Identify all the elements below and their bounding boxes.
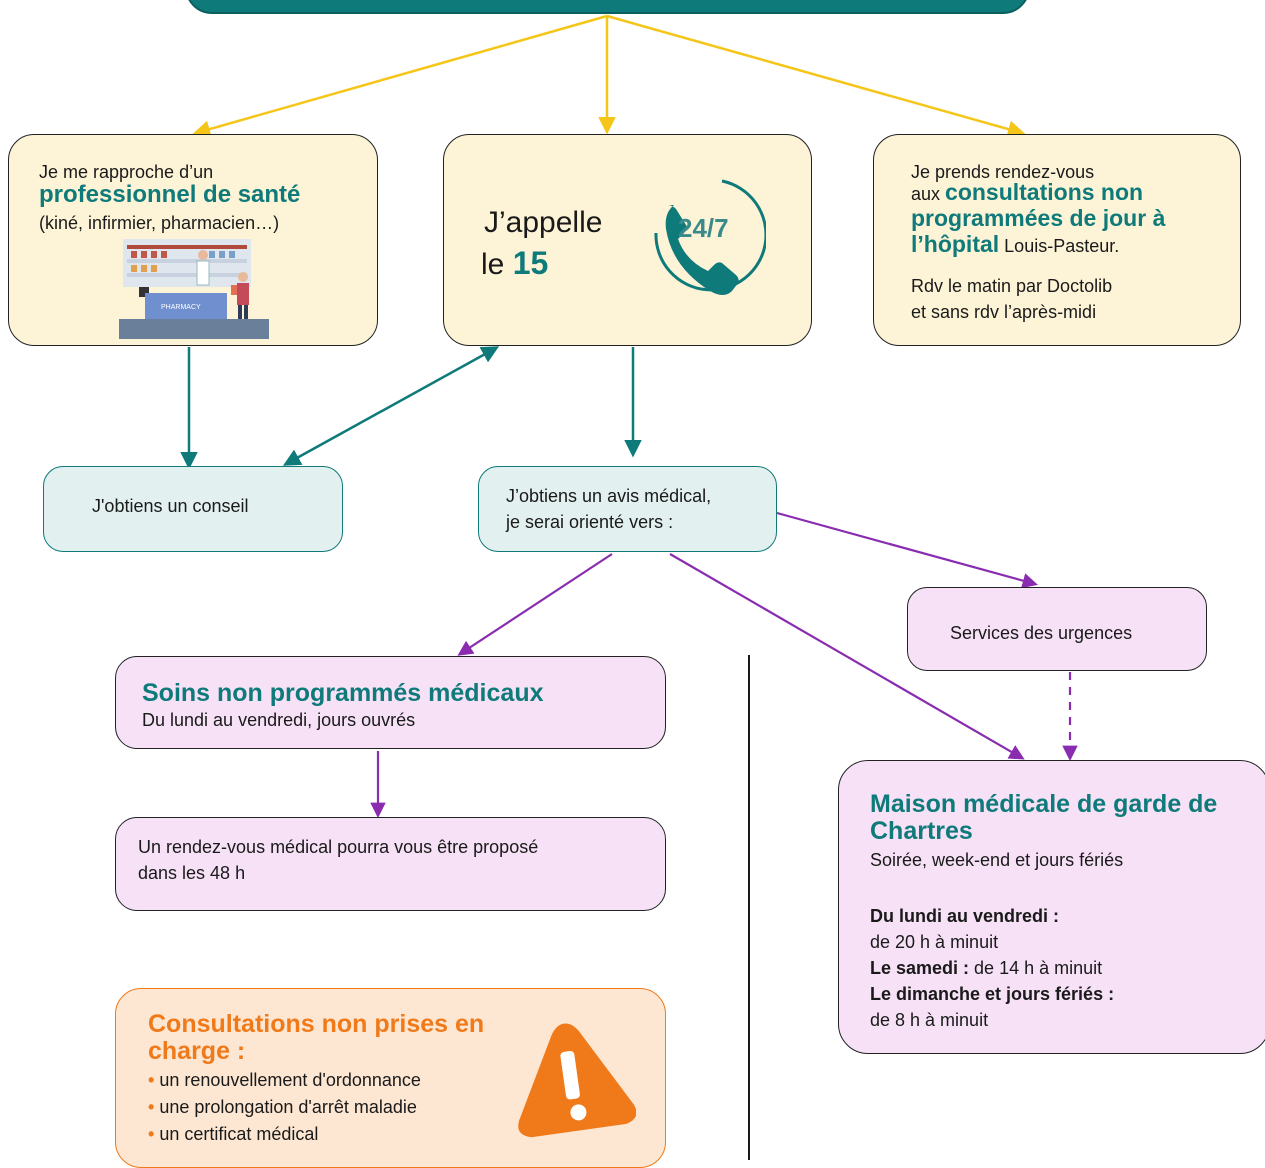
- hospital-highlight: consultations non programmées de jour à …: [911, 179, 1166, 257]
- hospital-text: aux consultations non programmées de jou…: [911, 181, 1221, 259]
- pro-highlight: professionnel de santé: [39, 181, 301, 208]
- pro-sante-box: Je me rapproche d’un professionnel de sa…: [8, 134, 378, 346]
- avis-line1: J’obtiens un avis médical,: [506, 486, 712, 506]
- call-line1: J’appelle: [484, 206, 603, 239]
- warning-icon: [518, 1023, 636, 1138]
- hospital-prefix: aux: [911, 184, 946, 204]
- not-covered-item: un renouvellement d'ordonnance: [148, 1067, 421, 1094]
- mmg-weekday-hours: de 20 h à minuit: [870, 932, 999, 952]
- vertical-divider: [748, 655, 750, 1160]
- pro-line1: Je me rapproche d’un: [39, 162, 214, 182]
- pro-line3: (kiné, infirmier, pharmacien…): [39, 213, 280, 233]
- not-covered-title: Consultations non prises en charge :: [148, 1010, 485, 1065]
- arrow-avis-to-urgences: [776, 511, 1038, 589]
- call-prefix: le: [481, 248, 513, 281]
- conseil-box: J'obtiens un conseil: [43, 466, 343, 552]
- mmg-sunday-hours: de 8 h à minuit: [870, 1010, 989, 1030]
- mmg-saturday-label: Le samedi :: [870, 958, 970, 978]
- arrow-15-conseil-bidirectional: [282, 346, 500, 466]
- call-line2: le 15: [481, 245, 548, 283]
- pharmacy-illustration-icon: PHARMACY: [119, 239, 269, 339]
- avis-box: J’obtiens un avis médical, je serai orie…: [478, 466, 777, 552]
- hospital-suffix: Louis-Pasteur.: [999, 236, 1120, 256]
- hospital-box: Je prends rendez-vous aux consultations …: [873, 134, 1241, 346]
- call-15-box: J’appelle le 15 24/7: [443, 134, 812, 346]
- hospital-note1: Rdv le matin par Doctolib: [911, 276, 1113, 296]
- mmg-saturday: Le samedi : de 14 h à minuit: [870, 957, 1102, 979]
- snp-subtitle: Du lundi au vendredi, jours ouvrés: [142, 710, 416, 730]
- not-covered-box: Consultations non prises en charge : un …: [115, 988, 666, 1168]
- hospital-line1: Je prends rendez-vous: [911, 162, 1095, 182]
- not-covered-list: un renouvellement d'ordonnance une prolo…: [148, 1067, 421, 1148]
- not-covered-item: une prolongation d'arrêt maladie: [148, 1094, 421, 1121]
- mmg-weekday-label: Du lundi au vendredi :: [870, 906, 1060, 926]
- rdv-box: Un rendez-vous médical pourra vous être …: [115, 817, 666, 911]
- phone-24-7-icon: 24/7: [654, 179, 766, 295]
- snp-title: Soins non programmés médicaux: [142, 679, 544, 707]
- arrow-avis-to-mmg: [669, 553, 1025, 760]
- not-covered-item: un certificat médical: [148, 1121, 421, 1148]
- conseil-text: J'obtiens un conseil: [92, 496, 249, 516]
- avis-line2: je serai orienté vers :: [506, 512, 674, 532]
- mmg-sunday-label: Le dimanche et jours fériés :: [870, 984, 1115, 1004]
- mmg-title: Maison médicale de garde de Chartres: [870, 790, 1218, 845]
- mmg-subtitle: Soirée, week-end et jours fériés: [870, 850, 1124, 870]
- hospital-note2: et sans rdv l’après-midi: [911, 302, 1097, 322]
- rdv-line1: Un rendez-vous médical pourra vous être …: [138, 837, 539, 857]
- mmg-box: Maison médicale de garde de Chartres Soi…: [838, 760, 1265, 1054]
- arrow-avis-to-snp: [457, 553, 613, 656]
- mmg-saturday-hours: de 14 h à minuit: [969, 958, 1103, 978]
- pharmacy-sign: PHARMACY: [161, 304, 201, 311]
- call-number: 15: [512, 245, 549, 281]
- arrow-to-pro: [192, 14, 608, 138]
- rdv-line2: dans les 48 h: [138, 863, 246, 883]
- badge-24-7: 24/7: [678, 213, 729, 243]
- arrow-to-hospital: [606, 14, 1026, 138]
- urgences-text: Services des urgences: [950, 623, 1133, 643]
- urgences-box: Services des urgences: [907, 587, 1207, 671]
- snp-box: Soins non programmés médicaux Du lundi a…: [115, 656, 666, 749]
